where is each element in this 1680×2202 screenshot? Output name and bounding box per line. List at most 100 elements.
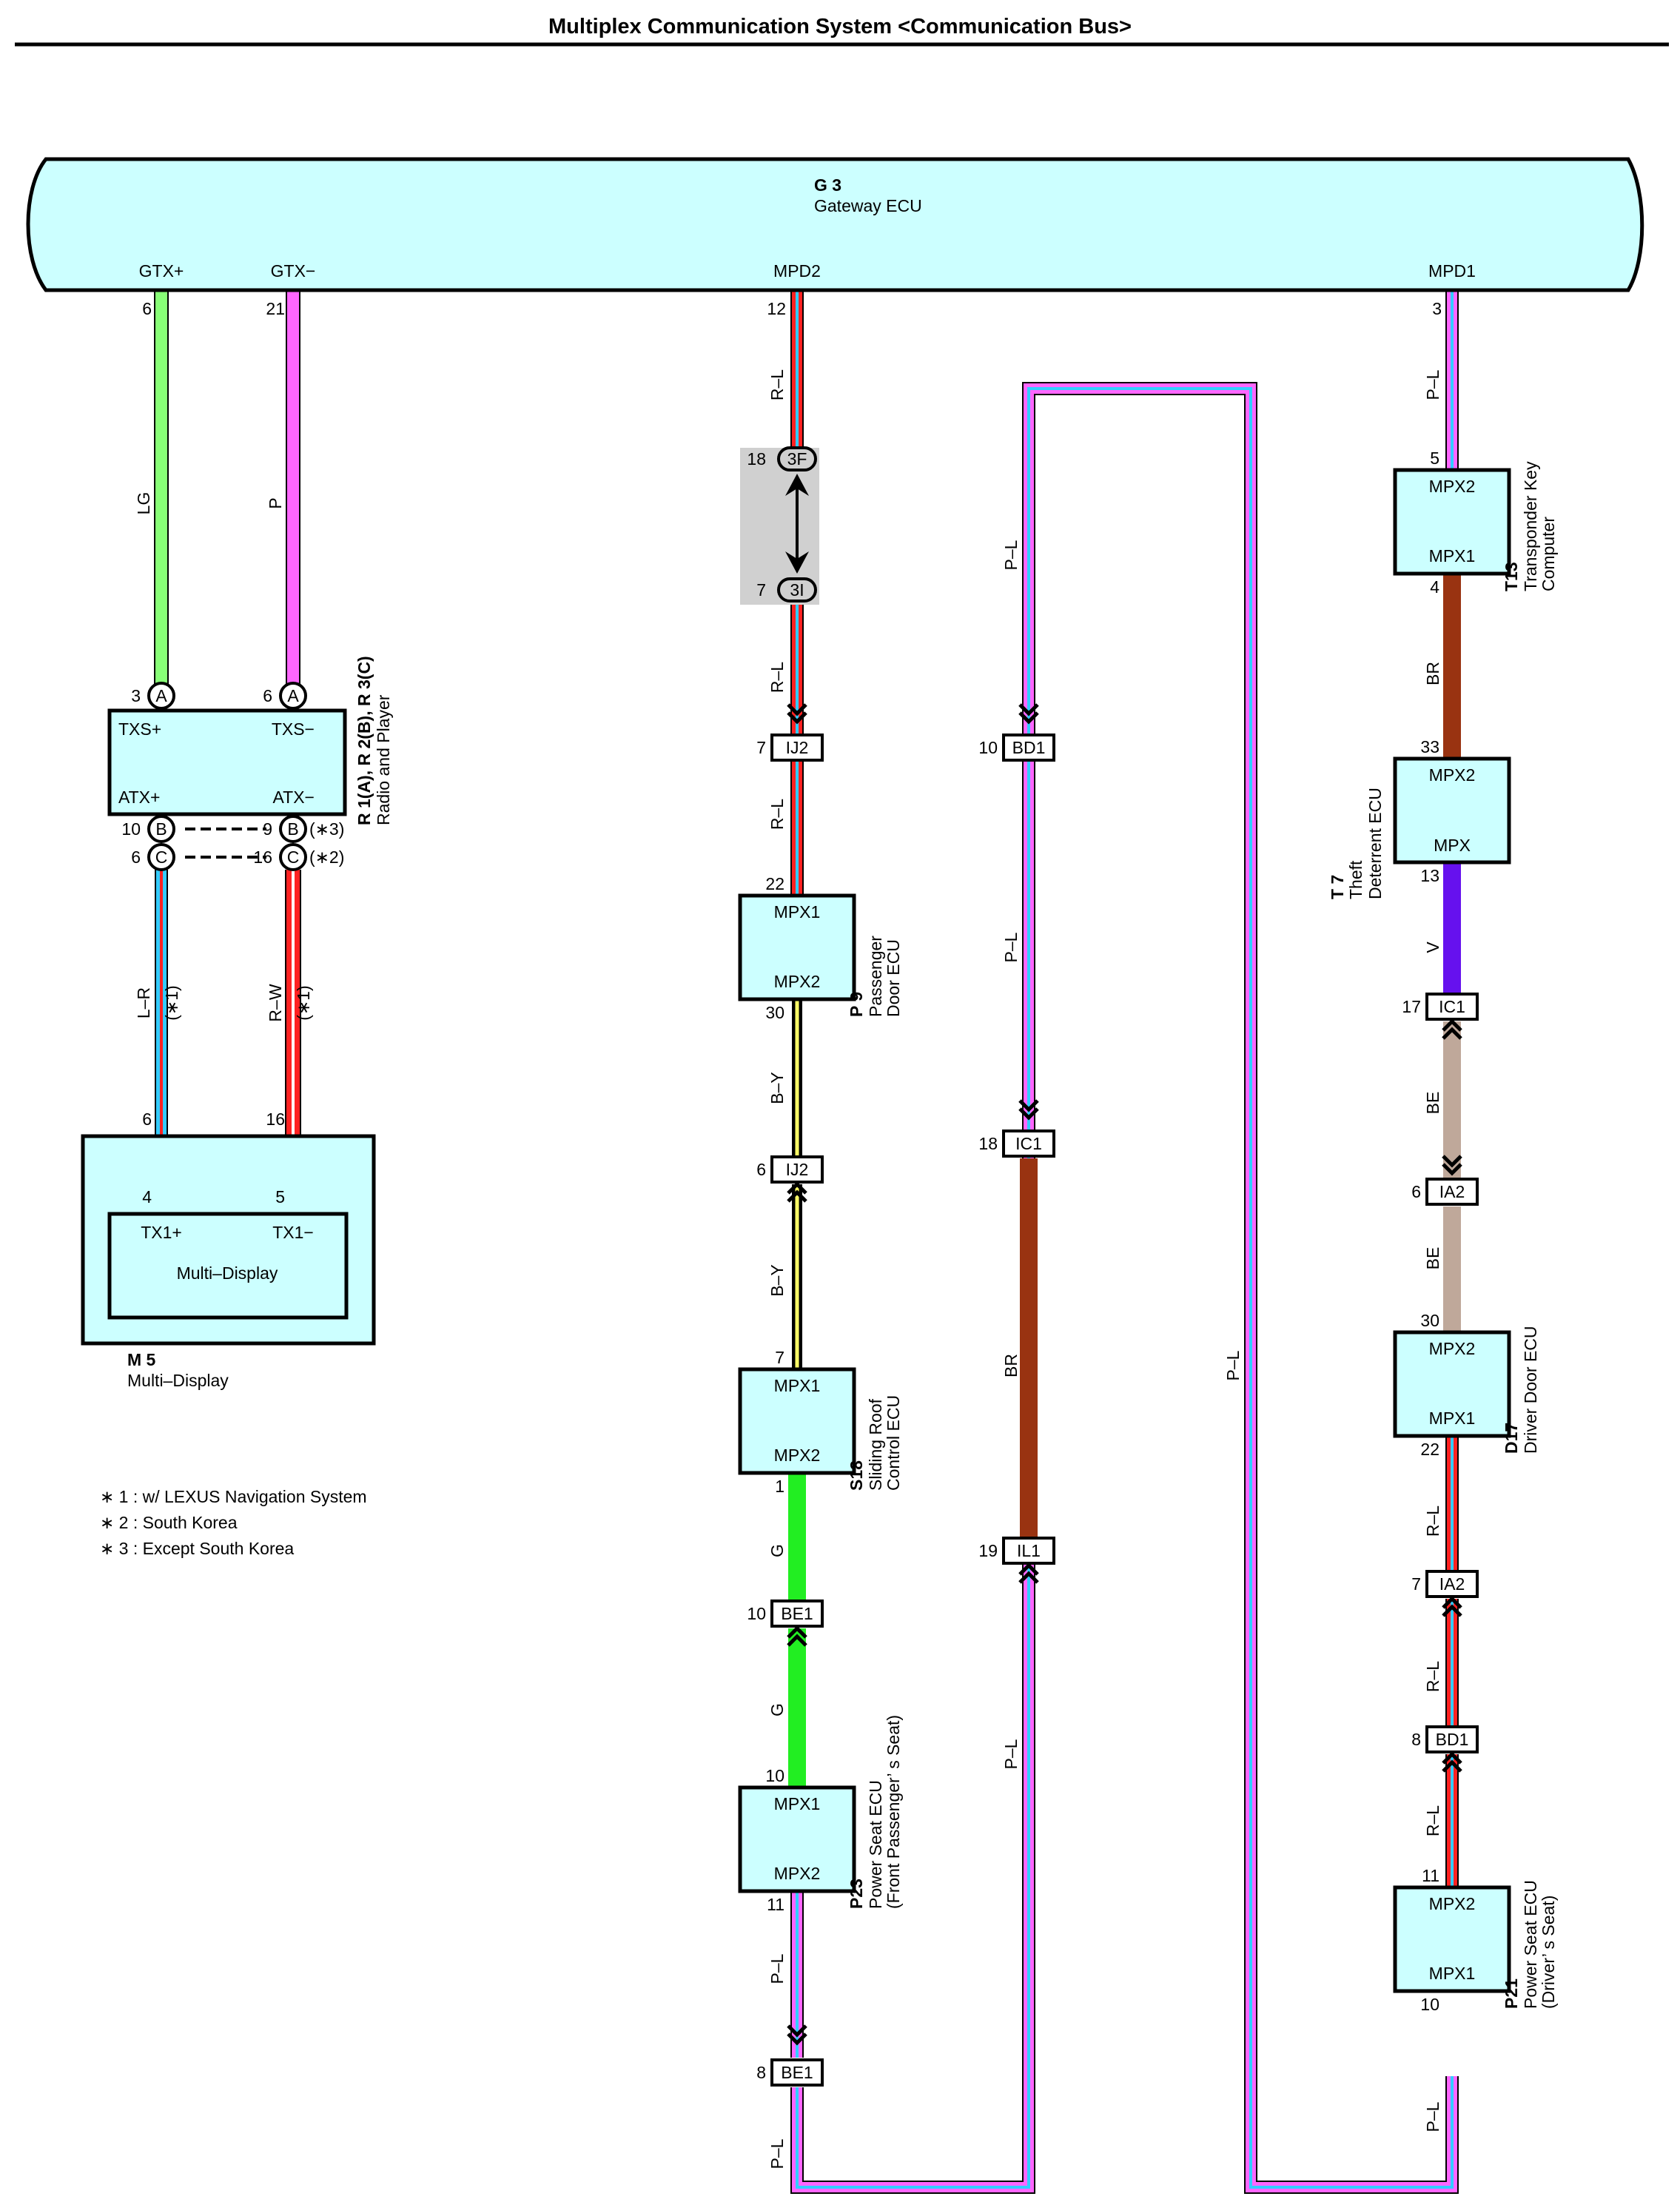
- connector-letter: A: [155, 686, 167, 705]
- md-name: Multi–Display: [127, 1371, 229, 1390]
- ecu-pin: 30: [1420, 1311, 1439, 1330]
- chevron-bd1-part: [1018, 711, 1039, 725]
- md-pin: 5: [275, 1187, 285, 1206]
- chevron-ia2-b-part: [1442, 1604, 1462, 1617]
- wire-label: LG: [134, 492, 153, 515]
- ecu-terminal: MPX2: [774, 972, 821, 991]
- ecu-terminal: MPX: [1434, 836, 1471, 855]
- ecu-box-3: [1393, 468, 1511, 576]
- wire-label: B–Y: [767, 1264, 787, 1296]
- ecu-pin: 1: [775, 1477, 784, 1496]
- ecu-name: Power Seat ECU: [866, 1780, 885, 1909]
- wire-label: P–L: [1001, 540, 1021, 570]
- connector-pin: 10: [978, 738, 998, 757]
- wire-label: V: [1423, 941, 1442, 953]
- gateway-terminal: GTX−: [271, 261, 316, 281]
- connector-name: IJ2: [786, 738, 809, 757]
- connector-letter: C: [287, 847, 300, 867]
- chevron-bd1-part: [1018, 703, 1039, 716]
- wire-label: BE: [1423, 1247, 1442, 1270]
- ecu-pin: 10: [1420, 1995, 1439, 2014]
- chevron-ij2-part: [787, 703, 807, 716]
- wire-label: R–L: [767, 799, 787, 830]
- wire-pl-loop-stripe: [796, 387, 1454, 2189]
- chevron-ia2-part: [1442, 1155, 1462, 1168]
- radio-pin: 10: [121, 819, 141, 839]
- md-pin: 4: [142, 1187, 152, 1206]
- junction-bottom: [777, 577, 817, 602]
- radio-terminal: TXS+: [118, 719, 161, 739]
- radio-box: [107, 708, 347, 816]
- wire-label: G: [767, 1544, 787, 1557]
- radio-pin: 6: [263, 686, 272, 705]
- connector-pin: 10: [747, 1604, 766, 1623]
- connector-pin: 7: [1411, 1574, 1421, 1594]
- connector-circle: [147, 815, 175, 843]
- connector-pin: 17: [1402, 997, 1421, 1016]
- radio-pin: 6: [131, 847, 141, 867]
- ecu-terminal: MPX1: [774, 1794, 821, 1813]
- junction-arrow: [785, 474, 809, 496]
- md-terminal: TX1+: [141, 1223, 182, 1242]
- chevron-ij2: [787, 703, 807, 725]
- connector-pin: 8: [756, 2063, 766, 2082]
- connector-name: IC1: [1439, 997, 1465, 1016]
- arrow-layer: [787, 703, 1462, 2046]
- chevron-ij2-b-part: [787, 1189, 807, 1203]
- md-pin: 6: [142, 1110, 152, 1129]
- connector-circle: [147, 682, 175, 710]
- ecu-box-4: [1393, 756, 1511, 865]
- ecu-terminal: MPX1: [1429, 1964, 1476, 1983]
- connector-ij2: [770, 734, 824, 762]
- gateway-pin: 12: [767, 299, 786, 318]
- radio-name: Radio and Player: [374, 694, 393, 825]
- connector-name: BD1: [1012, 738, 1046, 757]
- chevron-be1-b: [787, 2024, 807, 2046]
- ecu-pin: 13: [1420, 866, 1439, 885]
- wire-pl-loop: [790, 382, 1459, 2194]
- ecu-terminal: MPX1: [774, 1376, 821, 1395]
- connector-circle: [279, 682, 307, 710]
- wire-label: R–L: [1423, 1506, 1442, 1537]
- wire-label: BR: [1001, 1354, 1021, 1377]
- wire-label: R–W: [266, 984, 285, 1021]
- ecu-name: Passenger: [866, 936, 885, 1017]
- ecu-terminal: MPX2: [1429, 1894, 1476, 1913]
- wire-label: P–L: [1423, 369, 1442, 400]
- ecu-terminal: MPX2: [774, 1446, 821, 1465]
- wire-label: P–L: [767, 1953, 787, 1984]
- ecu-name: Theft: [1346, 860, 1365, 899]
- wire-label: R–L: [1423, 1661, 1442, 1692]
- objects-layer: [15, 42, 1669, 2087]
- ecu-name: Driver Door ECU: [1521, 1326, 1540, 1454]
- connector-name: IA2: [1439, 1182, 1465, 1201]
- wire-label: P: [266, 497, 285, 508]
- wire-label: P–L: [1223, 1350, 1243, 1380]
- ecu-code: S18: [847, 1460, 866, 1491]
- connector-pin: 18: [978, 1134, 998, 1153]
- ecu-box-2: [738, 1785, 856, 1893]
- ecu-name: Door ECU: [884, 939, 903, 1017]
- connector-circle: [279, 815, 307, 843]
- wire-pl-loop-main: [792, 383, 1457, 2192]
- radio-terminal: TXS−: [272, 719, 315, 739]
- ecu-terminal: MPX2: [1429, 1339, 1476, 1358]
- connector-bd1: [1425, 1725, 1479, 1753]
- gateway-terminal: GTX+: [139, 261, 184, 281]
- gateway-pin: 3: [1432, 299, 1442, 318]
- connector-bd1: [1002, 734, 1055, 762]
- wires-layer: [154, 292, 1461, 2194]
- md-pin: 16: [266, 1110, 285, 1129]
- wire-label: B–Y: [767, 1072, 787, 1104]
- ecu-name: Transponder Key: [1521, 461, 1540, 591]
- chevron-be1: [787, 1625, 807, 1647]
- connector-pin: 6: [756, 1160, 766, 1179]
- radio-code: R 1(A), R 2(B), R 3(C): [355, 656, 374, 825]
- wire-label: P–L: [1001, 932, 1021, 962]
- chevron-bd1: [1018, 703, 1039, 725]
- ecu-pin: 22: [1420, 1440, 1439, 1459]
- chevron-il1-part: [1018, 1571, 1039, 1584]
- ecu-terminal: MPX2: [1429, 765, 1476, 785]
- connector-name: BD1: [1436, 1730, 1469, 1749]
